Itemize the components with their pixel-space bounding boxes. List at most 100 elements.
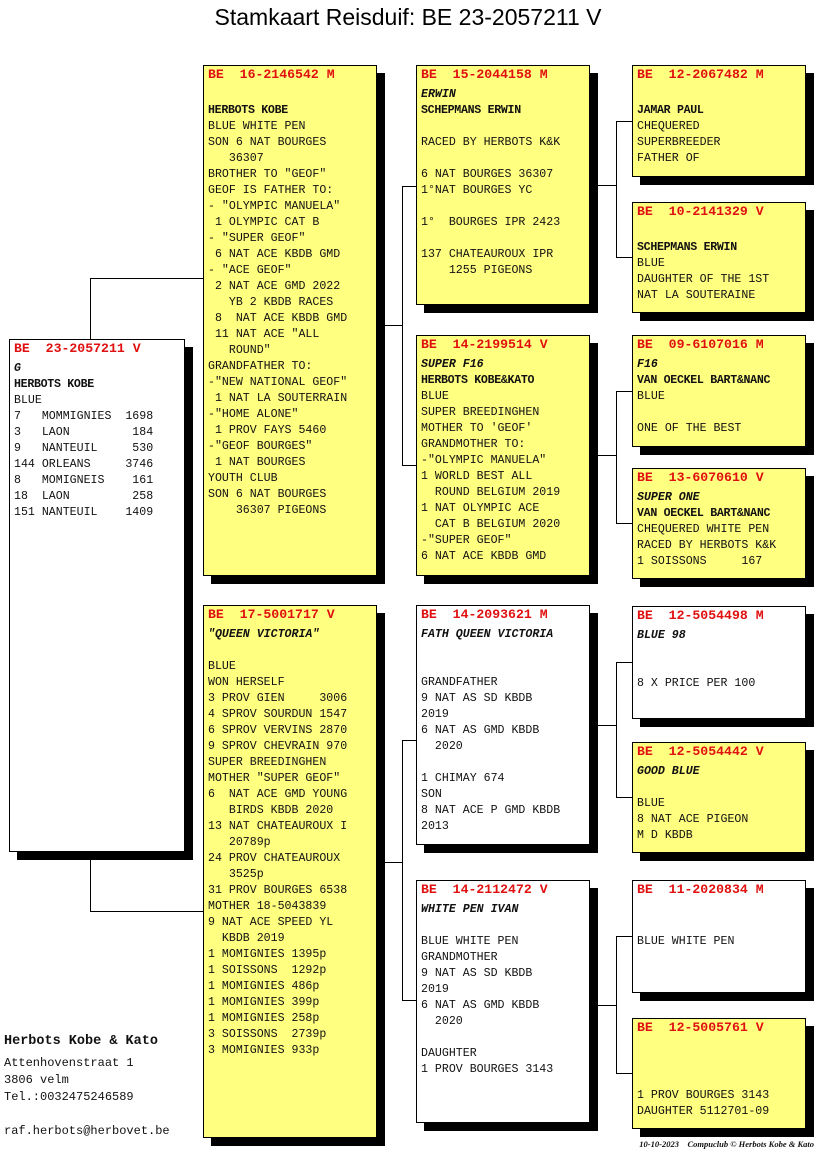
- info-line: 1 WORLD BEST ALL: [421, 470, 533, 483]
- pigeon-name: GOOD BLUE: [637, 765, 700, 778]
- info-line: [421, 755, 589, 771]
- info-line: 8 MOMIGNEIS 161: [14, 474, 154, 487]
- info-line: BIRDS KBDB 2020: [208, 804, 334, 817]
- connector-line: [590, 455, 616, 456]
- info-line: ROUND": [208, 344, 271, 357]
- connector-line: [402, 740, 416, 741]
- ring-number: BE 23-2057211 V: [14, 341, 141, 356]
- pigeon-name: WHITE PEN IVAN: [421, 903, 519, 916]
- pigeon-name: ERWIN: [421, 88, 456, 101]
- info-line: [421, 231, 589, 247]
- owner-name: SCHEPMANS ERWIN: [637, 241, 737, 254]
- page-title: Stamkaart Reisduif: BE 23-2057211 V: [214, 4, 602, 30]
- info-line: RACED BY HERBOTS K&K: [421, 136, 561, 149]
- info-line: 31 PROV BOURGES 6538: [208, 884, 348, 897]
- info-line: 6 NAT AS GMD KBDB: [421, 999, 540, 1012]
- info-line: 36307: [208, 152, 264, 165]
- ring-number: BE 14-2093621 M: [421, 607, 548, 622]
- info-line: 1 MOMIGNIES 258p: [208, 1012, 320, 1025]
- info-line: BLUE WHITE PEN: [637, 935, 735, 948]
- connector-line: [616, 257, 632, 258]
- owner-name: VAN OECKEL BART&NANC: [637, 374, 771, 387]
- info-line: ONE OF THE BEST: [637, 422, 742, 435]
- info-line: 9 SPROV CHEVRAIN 970: [208, 740, 348, 753]
- pigeon-name: [637, 224, 805, 240]
- connector-line: [616, 391, 617, 524]
- info-line: BLUE: [637, 257, 665, 270]
- pigeon-name: [637, 87, 805, 103]
- info-line: YOUTH CLUB: [208, 472, 278, 485]
- info-line: 1 PROV FAYS 5460: [208, 424, 327, 437]
- ring-number: BE 16-2146542 M: [208, 67, 335, 82]
- info-line: - "OLYMPIC MANUELA": [208, 200, 341, 213]
- info-line: 6 NAT ACE KBDB GMD: [421, 550, 547, 563]
- info-line: 1 MOMIGNIES 486p: [208, 980, 320, 993]
- info-line: 6 NAT BOURGES 36307: [421, 168, 554, 181]
- info-line: MOTHER 18-5043839: [208, 900, 327, 913]
- info-line: 1255 PIGEONS: [421, 264, 533, 277]
- connector-line: [616, 662, 632, 663]
- info-line: BLUE: [208, 660, 236, 673]
- info-line: - "ACE GEOF": [208, 264, 292, 277]
- pigeon-name: G: [14, 362, 21, 375]
- breeder-address: Herbots Kobe & Kato Attenhovenstraat 1 3…: [4, 1033, 170, 1140]
- pigeon-name: FATH QUEEN VICTORIA: [421, 628, 554, 641]
- ring-number: BE 13-6070610 V: [637, 470, 764, 485]
- connector-line: [402, 465, 416, 466]
- credit: Compuclub © Herbots Kobe & Kato: [687, 1139, 814, 1149]
- info-line: DAUGHTER OF THE 1ST: [637, 273, 770, 286]
- connector-line: [616, 662, 617, 798]
- info-line: 1 SOISSONS 167: [637, 555, 763, 568]
- connector-line: [616, 1073, 632, 1074]
- info-line: 6 NAT AS GMD KBDB: [421, 724, 540, 737]
- info-line: 3 SOISSONS 2739p: [208, 1028, 327, 1041]
- owner-name: [208, 643, 376, 659]
- info-line: BLUE: [637, 390, 665, 403]
- info-line: [637, 660, 805, 676]
- info-line: WON HERSELF: [208, 676, 285, 689]
- info-line: BROTHER TO "GEOF": [208, 168, 327, 181]
- info-line: 3 MOMIGNIES 933p: [208, 1044, 320, 1057]
- info-line: SUPER BREEDINGHEN: [208, 756, 327, 769]
- info-line: 7 MOMMIGNIES 1698: [14, 410, 154, 423]
- info-line: 151 NANTEUIL 1409: [14, 506, 154, 519]
- owner-name: [421, 918, 589, 934]
- info-line: 18 LAON 258: [14, 490, 154, 503]
- info-line: 9 NAT ACE SPEED YL: [208, 916, 334, 929]
- info-line: 2019: [421, 983, 449, 996]
- info-line: 36307 PIGEONS: [208, 504, 327, 517]
- ring-number: BE 17-5001717 V: [208, 607, 335, 622]
- info-line: MOTHER TO 'GEOF': [421, 422, 533, 435]
- info-line: 11 NAT ACE "ALL: [208, 328, 320, 341]
- connector-line: [590, 1005, 616, 1006]
- info-line: 13 NAT CHATEAUROUX I: [208, 820, 348, 833]
- connector-line: [590, 185, 616, 186]
- info-line: BLUE: [637, 797, 665, 810]
- info-line: 6 NAT ACE GMD YOUNG: [208, 788, 348, 801]
- info-line: DAUGHTER 5112701-09: [637, 1105, 770, 1118]
- info-line: 137 CHATEAUROUX IPR: [421, 248, 554, 261]
- owner-name: [421, 643, 589, 659]
- info-line: 24 PROV CHATEAUROUX: [208, 852, 341, 865]
- info-line: 1 NAT LA SOUTERRAIN: [208, 392, 348, 405]
- info-line: 8 X PRICE PER 100: [637, 677, 756, 690]
- connector-line: [90, 278, 91, 339]
- ring-number: BE 12-5054442 V: [637, 744, 764, 759]
- address-email[interactable]: raf.herbots@herbovet.be: [4, 1124, 170, 1138]
- info-line: -"HOME ALONE": [208, 408, 299, 421]
